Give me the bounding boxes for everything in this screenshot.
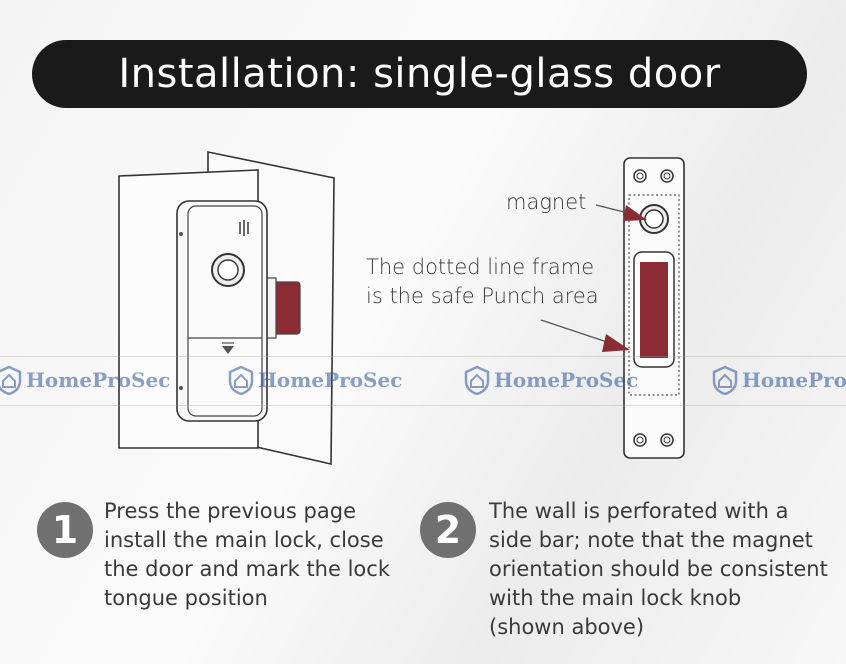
step-1-text: Press the previous page install the main… [104, 497, 390, 613]
step-1-line: the door and mark the lock [104, 557, 390, 581]
step-1-line: install the main lock, close [104, 528, 384, 552]
watermark-text-cut: HomePro [742, 368, 846, 392]
step-2-line: The wall is perforated with a [489, 499, 789, 523]
watermark-text: HomeProSec [26, 368, 171, 392]
house-shield-icon [228, 365, 254, 395]
page-title: Installation: single-glass door [118, 51, 721, 97]
step-2-text: The wall is perforated with a side bar; … [489, 497, 828, 642]
house-shield-icon [712, 365, 738, 395]
watermark: HomePro [712, 364, 846, 396]
safe-punch-area [628, 194, 680, 396]
step-2-line: with the main lock knob [489, 586, 742, 610]
watermark-text: HomeProSec [258, 368, 403, 392]
watermark-text: HomeProSec [494, 368, 639, 392]
battery-cover-arrow-icon [222, 346, 234, 354]
step-2-line: (shown above) [489, 615, 645, 639]
watermark: HomeProSec [0, 364, 170, 396]
step-2-badge: 2 [420, 502, 476, 558]
step-1-line: tongue position [104, 586, 268, 610]
watermark: HomeProSec [464, 364, 638, 396]
dotted-line-label-1: The dotted line frame [366, 255, 595, 279]
step-1-line: Press the previous page [104, 499, 356, 523]
house-shield-icon [464, 365, 490, 395]
title-banner: Installation: single-glass door [32, 40, 807, 108]
dotted-line-label-2: is the safe Punch area [366, 284, 599, 308]
watermark: HomeProSec [228, 364, 402, 396]
step-1-badge: 1 [37, 502, 93, 558]
house-shield-icon [0, 365, 22, 395]
punch-area-arrow-icon [602, 334, 630, 352]
step-2-line: side bar; note that the magnet [489, 528, 813, 552]
main-lock-face [187, 205, 263, 417]
magnet-arrow-icon [623, 205, 647, 221]
magnet-label: magnet [506, 190, 587, 214]
watermark-band [0, 356, 846, 406]
step-2-line: orientation should be consistent [489, 557, 828, 581]
